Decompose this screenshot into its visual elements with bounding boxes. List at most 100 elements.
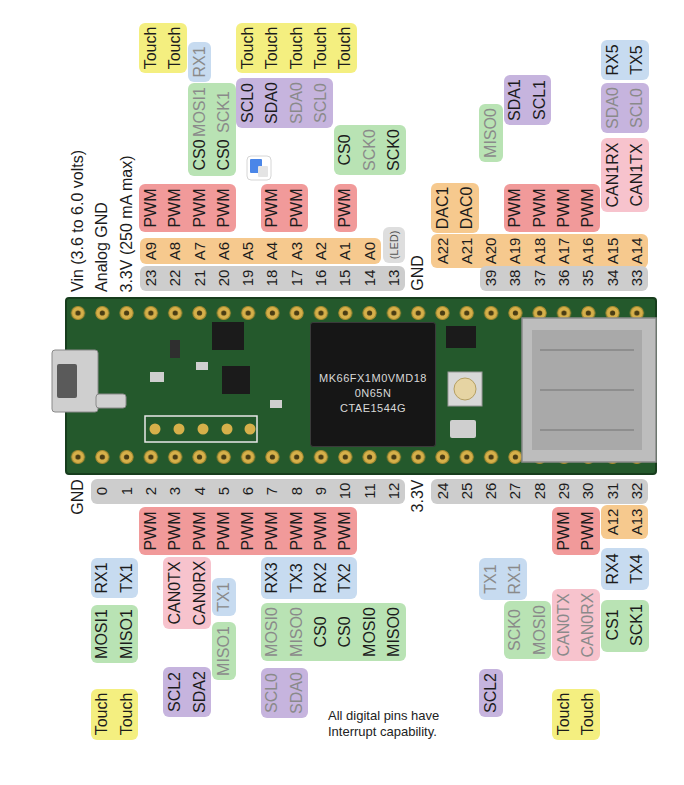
pin-number: 27: [507, 483, 524, 500]
pin-number: 38: [507, 270, 524, 287]
spi-label: SCK1: [215, 91, 233, 133]
i2c-label-box: SCL0SDA0: [261, 668, 309, 718]
analog-label: A20: [483, 238, 500, 265]
serial-label-box: RX1: [188, 42, 212, 81]
pin-number-box: 0123456789101112: [91, 479, 405, 504]
i2c-label: SCL1: [531, 80, 549, 120]
power-label: 3.3V (250 mA max): [118, 155, 136, 292]
i2c-label: SCL2: [166, 672, 184, 712]
pin-number: 30: [580, 483, 597, 500]
i2c-label: SDA0: [288, 82, 306, 124]
i2c-label: SCL0: [239, 83, 257, 123]
i2c-label-box: SCL0SDA0SDA0SCL0: [236, 78, 332, 128]
pin-number: 1: [118, 487, 135, 495]
sd-card-slot: [522, 318, 656, 462]
serial-label: RX1: [191, 46, 209, 77]
analog-label: A17: [556, 238, 573, 265]
pin-number: 12: [386, 483, 403, 500]
i2c-label: SCL0: [628, 88, 646, 128]
pin-number: 15: [337, 270, 354, 287]
analog-label: A16: [580, 238, 597, 265]
pwm-label: PWM: [264, 511, 282, 550]
analog-label: DAC1: [434, 187, 452, 230]
spi-label: SCK0: [385, 129, 403, 171]
analog-label: DAC0: [458, 187, 476, 230]
can-label: CAN0RX: [191, 561, 209, 626]
pin-number: 17: [288, 270, 305, 287]
inner-pad: [150, 424, 161, 435]
spi-label: CS0: [215, 139, 233, 170]
pin-number-box: 2322212019181716151413: [140, 266, 406, 291]
spi-label: MOSI1: [191, 87, 209, 137]
pwm-label: PWM: [215, 188, 233, 227]
pwm-label: PWM: [166, 188, 184, 227]
pwm-label-box: PWMPWM: [261, 184, 309, 231]
can-label: CAN0TX: [555, 593, 573, 656]
spi-label: MISO0: [288, 607, 306, 657]
spi-label: MISO1: [118, 609, 136, 659]
pwm-label: PWM: [555, 511, 573, 550]
spi-label: CS0: [337, 616, 355, 647]
i2c-label: SDA2: [191, 671, 209, 713]
i2c-label: SDA0: [288, 672, 306, 714]
pwm-label: PWM: [507, 188, 525, 227]
serial-label-box: TX1: [212, 578, 236, 615]
chip-package: MK66FX1M0VMD180N65NCTAE1544G: [310, 322, 436, 447]
pin-number: 28: [531, 483, 548, 500]
spi-label: MISO1: [215, 626, 233, 676]
pin-number: 16: [313, 270, 330, 287]
smd-part: [170, 340, 180, 358]
touch-label-box: TouchTouch: [552, 689, 600, 740]
serial-label: RX3: [264, 562, 282, 593]
analog-label-box: A22A21A20A19A18A17A16A15A14: [431, 234, 648, 269]
sd-slot-stripe: [540, 389, 634, 391]
can-label-box: CAN0TXCAN0RX: [552, 589, 600, 662]
pwm-label: PWM: [337, 511, 355, 550]
touch-label: Touch: [288, 27, 306, 70]
inner-pad: [174, 424, 185, 435]
small-ic: [446, 326, 476, 348]
analog-label: A15: [604, 238, 621, 265]
serial-label-box: TX1RX1: [479, 558, 527, 600]
can-label-box: CAN0TXCAN0RX: [163, 557, 211, 630]
spi-label: MISO0: [482, 108, 500, 158]
smd-part: [270, 400, 282, 408]
inner-pad: [245, 424, 256, 435]
touch-label: Touch: [94, 693, 112, 736]
serial-label: RX2: [312, 562, 330, 593]
serial-label: TX1: [118, 563, 136, 592]
analog-label: A9: [143, 242, 160, 260]
touch-label: Touch: [264, 27, 282, 70]
led-label-box: (LED): [383, 227, 405, 264]
analog-label: A2: [313, 242, 330, 260]
smd-part: [196, 362, 208, 370]
small-ic: [222, 366, 250, 394]
smd-part: [150, 372, 164, 382]
pin-number-box: 39383736353433: [480, 266, 648, 291]
serial-label: TX1: [215, 582, 233, 611]
pwm-label: PWM: [580, 188, 598, 227]
pin-number: 39: [483, 270, 500, 287]
analog-label: A5: [240, 242, 257, 260]
pwm-label: PWM: [337, 188, 355, 227]
i2c-label-box: SDA1SCL1: [504, 75, 552, 125]
pin-number: 11: [361, 483, 378, 499]
translate-icon-part: [258, 166, 268, 177]
serial-label-box: RX5TX5: [601, 40, 649, 80]
pin-number: 37: [531, 270, 548, 287]
analog-label: A22: [434, 238, 451, 265]
pin-number: 36: [556, 270, 573, 287]
pwm-label: PWM: [312, 511, 330, 550]
touch-label: Touch: [166, 27, 184, 70]
spi-label-box: CS1SCK1: [601, 600, 649, 652]
pwm-label: PWM: [531, 188, 549, 227]
pwm-label: PWM: [288, 188, 306, 227]
pwm-label: PWM: [288, 511, 306, 550]
pin-number: 32: [629, 483, 646, 500]
pin-number: 24: [434, 483, 451, 500]
serial-label: RX5: [604, 44, 622, 75]
spi-label-box: MISO0: [479, 104, 503, 162]
small-ic: [212, 322, 244, 350]
pwm-label-box: PWMPWMPWMPWM: [504, 184, 600, 231]
i2c-label: SDA0: [604, 87, 622, 129]
